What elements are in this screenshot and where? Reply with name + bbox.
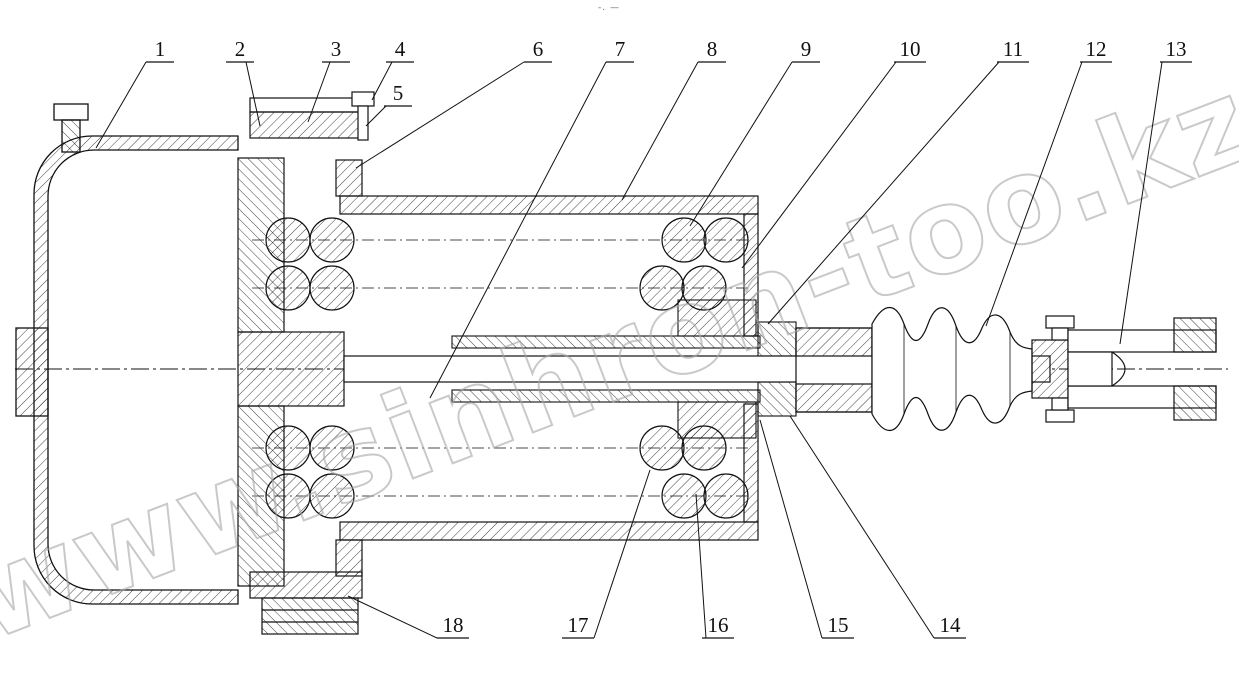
cylinder-wall-top [339,195,759,215]
callout-label-3: 3 [331,37,342,61]
cylinder-flange-bottom [335,539,363,577]
leader-14 [789,415,935,639]
leader-16 [695,493,707,639]
spring-coil [703,473,749,519]
leader-15 [759,419,823,639]
fork-end-boss-bottom [1173,385,1217,421]
callout-labels: 1 2 3 4 5 6 7 8 9 10 11 12 13 14 15 16 1… [155,37,1187,637]
housing-wall [33,135,239,605]
callout-label-14: 14 [940,613,962,637]
callout-label-15: 15 [828,613,849,637]
spring-coil [265,265,311,311]
leader-9 [689,61,793,227]
leader-1 [95,61,147,149]
callout-label-17: 17 [568,613,589,637]
callout-label-9: 9 [801,37,812,61]
leader-17 [593,469,651,639]
leader-3 [307,61,331,123]
leader-lines [95,61,1163,639]
leader-4 [371,61,393,101]
callout-label-16: 16 [708,613,729,637]
spring-coil [309,217,355,263]
clamp-bolt-head [351,91,375,107]
fork-slot [1111,351,1126,387]
clevis-fork [1031,315,1217,423]
clevis-collar [1031,339,1069,399]
clamp-block-bottom [261,597,359,635]
piston-hub [237,331,345,407]
clevis-bolt-bottom-head [1045,409,1075,423]
guide-tube [451,299,797,439]
spring-coil [309,265,355,311]
callout-label-1: 1 [155,37,166,61]
callout-label-12: 12 [1086,37,1107,61]
callout-label-13: 13 [1166,37,1187,61]
leader-6 [355,61,525,169]
bellows-boot [871,306,1033,432]
leader-13 [1119,61,1163,345]
mounting-boss [15,327,49,417]
housing [15,103,239,605]
leader-7 [429,61,607,399]
spring-coil [309,425,355,471]
leader-10 [741,61,897,269]
callout-label-8: 8 [707,37,718,61]
callout-label-18: 18 [443,613,464,637]
clamp-ring-top-plate [249,97,363,113]
callout-underlines [146,61,1192,639]
spring-coil [265,217,311,263]
piston-block-bottom [677,401,757,439]
fork-base [1067,351,1113,387]
leader-8 [621,61,699,201]
rod-sleeve-bottom [795,383,873,413]
clamp-bolt-shank [357,105,369,141]
cylinder-wall-bottom [339,521,759,541]
cylinder-flange-top [335,159,363,197]
leader-5 [365,105,387,127]
leader-2 [245,61,261,127]
clevis-bolt-bottom-shank [1051,397,1069,411]
gland-bottom [757,381,797,417]
callout-label-7: 7 [615,37,626,61]
clevis-bolt-top-shank [1051,327,1069,341]
clevis-bolt-top-head [1045,315,1075,329]
leader-18 [347,595,438,639]
housing-bolt-head [53,103,89,121]
housing-bolt-shank [61,119,81,153]
top-marks: -. — [598,3,620,13]
clamp-ring-top [249,111,363,139]
fork-end-boss-top [1173,317,1217,353]
piston-block-top [677,299,757,337]
callout-label-2: 2 [235,37,246,61]
spring-coil [639,425,685,471]
callout-label-4: 4 [395,37,406,61]
spring-coils [265,217,749,519]
callout-label-11: 11 [1003,37,1023,61]
leader-12 [985,61,1083,327]
rod-sleeve-top [795,327,873,357]
callout-label-5: 5 [393,81,404,105]
leader-11 [767,61,1000,325]
callout-label-6: 6 [533,37,544,61]
callout-label-10: 10 [900,37,921,61]
bellows-outline [871,306,1033,432]
spring-coil [309,473,355,519]
spring-coil [703,217,749,263]
spring-coil [661,473,707,519]
